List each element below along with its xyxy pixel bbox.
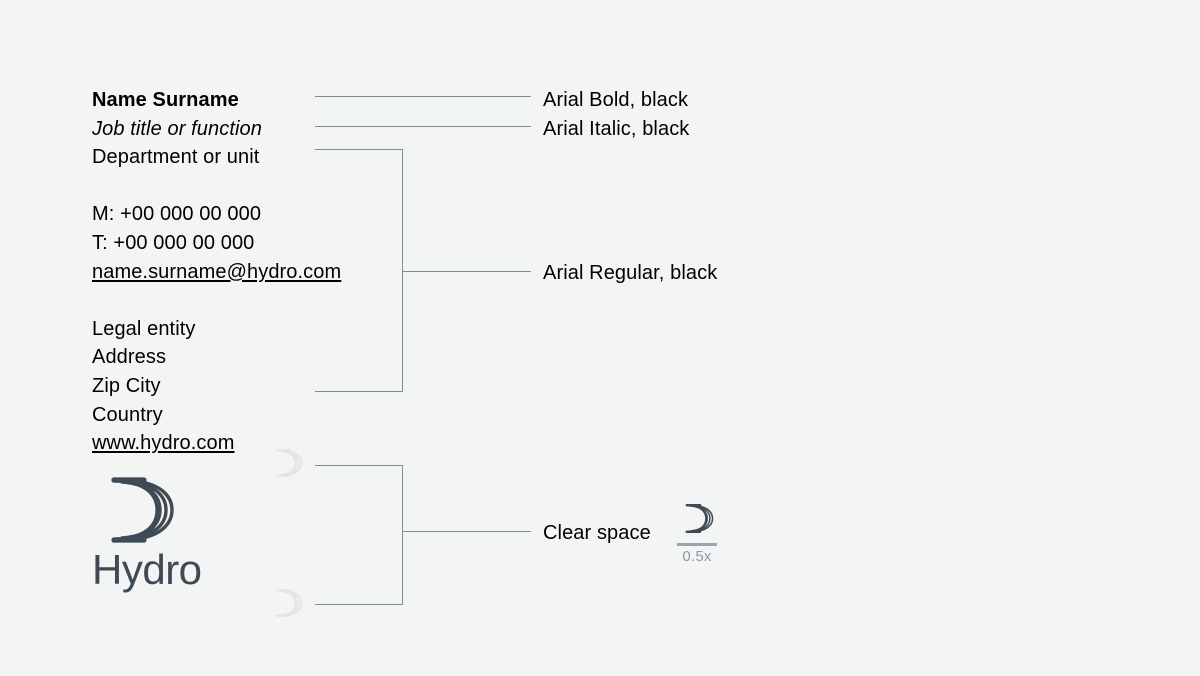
clear-space-measure-bar xyxy=(677,543,717,546)
clear-space-ratio-marker: 0.5x xyxy=(675,503,719,566)
signature-website[interactable]: www.hydro.com xyxy=(92,432,235,455)
signature-mobile: M: +00 000 00 000 xyxy=(92,203,262,226)
signature-spacer-2 xyxy=(92,286,392,315)
svg-text:Hydro: Hydro xyxy=(92,550,202,593)
signature-name: Name Surname xyxy=(92,89,239,111)
signature-zip-city: Zip City xyxy=(92,374,161,397)
signature-address: Address xyxy=(92,346,167,369)
annotation-clear-space: Clear space xyxy=(543,522,651,544)
signature-legal-entity: Legal entity xyxy=(92,317,196,340)
leader-line-bold xyxy=(315,96,531,97)
annotation-arial-bold: Arial Bold, black xyxy=(543,89,689,111)
ghost-mark-bottom xyxy=(268,588,306,623)
bracket-regular-spine xyxy=(402,149,403,392)
bracket-regular-top-arm xyxy=(315,149,403,150)
bracket-clearspace-pointer xyxy=(402,531,531,532)
bracket-clearspace-bottom-arm xyxy=(315,604,403,605)
hydro-crescent-mark-icon xyxy=(111,477,174,543)
signature-country: Country xyxy=(92,403,163,426)
hydro-crescent-mark-ghost-icon xyxy=(276,589,303,617)
bracket-clearspace-top-arm xyxy=(315,465,403,466)
hydro-crescent-mark-ghost-icon xyxy=(276,449,303,477)
bracket-regular-pointer xyxy=(402,271,531,272)
signature-email[interactable]: name.surname@hydro.com xyxy=(92,260,342,283)
hydro-wordmark: Hydro xyxy=(92,550,202,593)
annotation-arial-regular: Arial Regular, black xyxy=(543,262,718,284)
email-signature-block: Name Surname Job title or function Depar… xyxy=(92,86,392,458)
bracket-regular-bottom-arm xyxy=(315,391,403,392)
signature-spacer-1 xyxy=(92,172,392,201)
ghost-mark-top xyxy=(268,448,306,483)
leader-line-italic xyxy=(315,126,531,127)
bracket-clearspace-spine xyxy=(402,465,403,605)
hydro-crescent-mark-small-icon xyxy=(685,504,714,533)
signature-job-title: Job title or function xyxy=(92,117,262,140)
signature-department: Department or unit xyxy=(92,146,260,169)
clear-space-ratio-label: 0.5x xyxy=(682,548,712,565)
annotation-arial-italic: Arial Italic, black xyxy=(543,118,690,140)
signature-telephone: T: +00 000 00 000 xyxy=(92,231,255,254)
hydro-logo: Hydro xyxy=(92,476,207,594)
